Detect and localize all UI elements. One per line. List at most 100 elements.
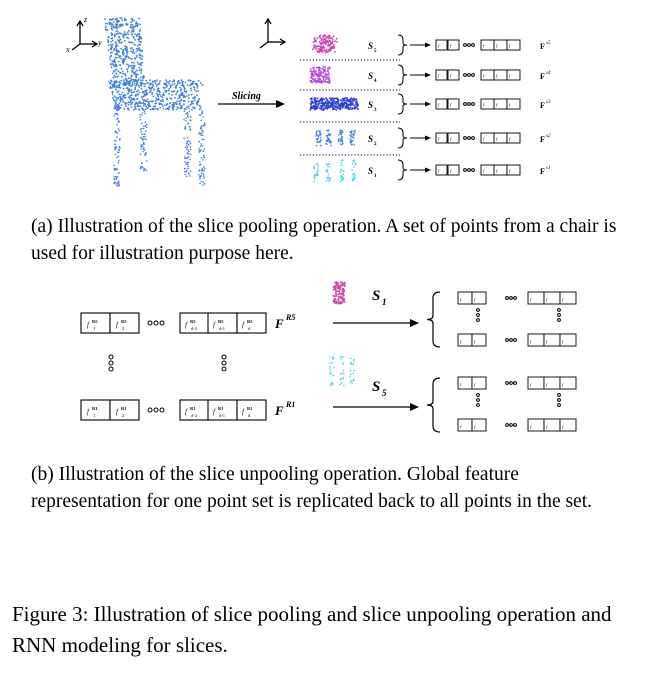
feature-cell [236,399,267,421]
feature-cell-sup: R1 [190,406,196,411]
feature-cell [435,98,448,110]
feature-cell-label: f [530,424,532,429]
feature-cell-label: f [450,73,452,78]
arrow-head [425,101,431,107]
ellipsis-dot [147,407,153,413]
feature-cell-label: f [509,168,511,173]
feature-cell [471,376,487,390]
left-brace [426,377,441,433]
slice-label-sub: 5 [374,49,377,54]
feature-cell [435,39,448,51]
feature-cell-label: f [483,73,485,78]
feature-cell [471,291,487,305]
caption-b: (b) Illustration of the slice unpooling … [31,464,593,512]
feature-cell-label: f [116,408,119,416]
ellipsis-dot [108,360,114,366]
arrow-head [425,72,431,78]
feature-cell-label: f [438,168,440,173]
feature-vector-sup: R5 [285,313,295,322]
slice-label-sub: 1 [382,297,387,307]
feature-cell-sub: d-1 [219,413,225,418]
slice-label-sub: 1 [374,174,377,179]
ellipsis-dot [509,338,513,342]
slice-label-sub: 2 [374,142,377,147]
ellipsis-dot [505,338,509,342]
ellipsis-dot [467,136,471,140]
slice-label: S [372,379,380,395]
feature-vector-label: F [274,403,284,418]
feature-cell-label: f [509,102,511,107]
axes-icon [259,17,287,49]
slice-label: S [372,288,380,304]
feature-vector-label: F [540,167,545,176]
feature-cell-label: f [438,73,440,78]
figure-caption: Figure 3: Illustration of slice pooling … [12,602,612,657]
feature-vector-label: F [274,316,284,331]
right-brace [397,127,408,149]
feature-cell-label: f [496,43,498,48]
feature-cell [559,291,577,305]
feature-cell [447,164,460,176]
feature-cell-label: f [530,297,532,302]
ellipsis-dot [467,43,471,47]
feature-cell-label: f [496,136,498,141]
feature-cell-label: f [87,408,90,416]
feature-cell-label: f [438,102,440,107]
ellipsis-dot [153,320,159,326]
slice-label-sub: 5 [382,388,387,398]
ellipsis-dot [153,407,159,413]
feature-cell-label: f [530,339,532,344]
ellipsis-dot [476,318,480,322]
feature-vector-sup: s1 [546,166,550,171]
feature-cell-label: f [438,43,440,48]
right-brace [397,159,408,181]
feature-cell-label: f [185,408,188,416]
feature-cell-label: f [438,136,440,141]
ellipsis-dot [509,296,513,300]
right-brace [397,64,408,86]
feature-vector-sup: s3 [546,100,551,105]
feature-cell-sub: 2 [122,326,124,331]
feature-cell-label: f [483,43,485,48]
ellipsis-dot [513,296,517,300]
axis-y-label: y [97,38,102,47]
ellipsis-dot [557,398,561,402]
feature-cell-label: f [546,424,548,429]
ellipsis-dot [513,338,517,342]
feature-cell [506,98,521,110]
feature-cell-label: f [450,136,452,141]
slice-label: S [368,166,373,176]
feature-cell-label: f [474,297,476,302]
ellipsis-dot [108,366,114,372]
feature-cell-label: f [562,382,564,387]
feature-cell [109,312,140,334]
ellipsis-dot [159,407,165,413]
axis-x-label: x [65,45,70,54]
ellipsis-dot [476,393,480,397]
feature-vector-sup: s2 [546,134,551,139]
ellipsis-dot [108,354,114,360]
ellipsis-dot [557,393,561,397]
ellipsis-dot [463,102,467,106]
feature-cell-label: f [460,297,462,302]
ellipsis-dot [467,73,471,77]
feature-cell [109,399,140,421]
feature-cell-label: f [496,73,498,78]
axes-icon [71,19,99,51]
feature-cell [435,69,448,81]
feature-cell [236,312,267,334]
arrow-head [410,319,419,327]
feature-cell [506,69,521,81]
feature-cell [435,164,448,176]
feature-cell-sub: 1 [93,413,95,418]
slice-label-sub: 4 [374,79,377,84]
ellipsis-dot [557,308,561,312]
ellipsis-dot [476,313,480,317]
arrow-head [425,42,431,48]
